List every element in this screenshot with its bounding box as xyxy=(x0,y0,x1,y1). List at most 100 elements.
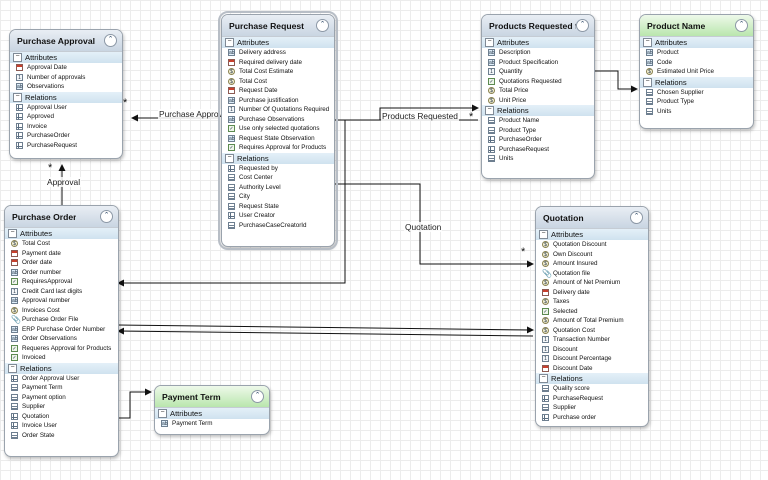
entity-header[interactable]: Product Name⌃ xyxy=(640,15,753,37)
entity-field[interactable]: Authority Level xyxy=(222,183,334,193)
section-header[interactable]: −Attributes xyxy=(222,37,334,48)
entity-field[interactable]: Requested by xyxy=(222,164,334,174)
entity-field[interactable]: Purchase order xyxy=(536,413,648,423)
section-toggle-icon[interactable]: − xyxy=(158,409,167,418)
collapse-icon[interactable]: ⌃ xyxy=(630,211,643,224)
entity-products-requested[interactable]: Products Requested for ⌃−AttributesabDes… xyxy=(481,14,595,179)
collapse-icon[interactable]: ⌃ xyxy=(576,19,589,32)
entity-field[interactable]: PurchaseRequest xyxy=(10,141,122,151)
entity-field[interactable]: $Total Cost xyxy=(5,239,118,249)
entity-field[interactable]: $Amount Insured xyxy=(536,259,648,269)
entity-field[interactable]: $Unit Price xyxy=(482,96,594,106)
entity-field[interactable]: Request Date xyxy=(222,86,334,96)
entity-header[interactable]: Purchase Order⌃ xyxy=(5,206,118,228)
entity-field[interactable]: PurchaseCaseCreatorId xyxy=(222,221,334,231)
entity-field[interactable]: $Total Cost Estimate xyxy=(222,67,334,77)
section-header[interactable]: −Attributes xyxy=(640,37,753,48)
section-header[interactable]: −Relations xyxy=(5,362,118,374)
section-header[interactable]: −Relations xyxy=(640,76,753,88)
entity-field[interactable]: Product Type xyxy=(482,126,594,136)
entity-field[interactable]: 📎Purchase Order File xyxy=(5,315,118,325)
entity-header[interactable]: Purchase Request⌃ xyxy=(222,15,334,37)
section-header[interactable]: −Attributes xyxy=(482,37,594,48)
collapse-icon[interactable]: ⌃ xyxy=(735,19,748,32)
entity-field[interactable]: $Quotation Discount xyxy=(536,240,648,250)
entity-field[interactable]: Approval User xyxy=(10,103,122,113)
entity-field[interactable]: Cost Center xyxy=(222,173,334,183)
section-header[interactable]: −Attributes xyxy=(536,229,648,240)
collapse-icon[interactable]: ⌃ xyxy=(251,390,264,403)
entity-field[interactable]: Units xyxy=(482,154,594,164)
entity-field[interactable]: Units xyxy=(640,107,753,117)
entity-header[interactable]: Payment Term⌃ xyxy=(155,386,269,408)
entity-field[interactable]: Delivery date xyxy=(536,288,648,298)
section-header[interactable]: −Attributes xyxy=(155,408,269,419)
section-toggle-icon[interactable]: − xyxy=(539,374,548,383)
entity-field[interactable]: Supplier xyxy=(536,403,648,413)
entity-field[interactable]: User Creator xyxy=(222,211,334,221)
entity-field[interactable]: ✓Invoiced xyxy=(5,353,118,363)
section-toggle-icon[interactable]: − xyxy=(539,230,548,239)
entity-field[interactable]: Invoice xyxy=(10,122,122,132)
entity-field[interactable]: Order date xyxy=(5,258,118,268)
entity-field[interactable]: Chosen Supplier xyxy=(640,88,753,98)
section-toggle-icon[interactable]: − xyxy=(8,363,17,373)
entity-field[interactable]: $Total Cost xyxy=(222,77,334,87)
entity-field[interactable]: PurchaseOrder xyxy=(482,135,594,145)
section-header[interactable]: −Attributes xyxy=(10,52,122,63)
entity-field[interactable]: $Invoices Cost xyxy=(5,306,118,316)
entity-field[interactable]: $Total Price xyxy=(482,86,594,96)
entity-field[interactable]: PurchaseOrder xyxy=(10,131,122,141)
entity-field[interactable]: ✓Requires Approval for Products xyxy=(222,143,334,153)
entity-field[interactable]: City xyxy=(222,192,334,202)
entity-field[interactable]: Approval Date xyxy=(10,63,122,73)
section-header[interactable]: −Relations xyxy=(536,373,648,384)
entity-field[interactable]: Order State xyxy=(5,431,118,441)
entity-field[interactable]: Payment option xyxy=(5,393,118,403)
entity-field[interactable]: ✓Quotations Requested xyxy=(482,77,594,87)
entity-field[interactable]: $Taxes xyxy=(536,297,648,307)
entity-header[interactable]: Quotation⌃ xyxy=(536,207,648,229)
entity-field[interactable]: Approved xyxy=(10,112,122,122)
entity-field[interactable]: ✓Requeres Approval for Products xyxy=(5,344,118,354)
entity-field[interactable]: Quality score xyxy=(536,384,648,394)
section-toggle-icon[interactable]: − xyxy=(643,38,652,47)
entity-field[interactable]: PurchaseRequest xyxy=(536,394,648,404)
entity-field[interactable]: Payment date xyxy=(5,249,118,259)
entity-quotation[interactable]: Quotation⌃−Attributes$Quotation Discount… xyxy=(535,206,649,427)
entity-field[interactable]: $Amount of Total Premium xyxy=(536,316,648,326)
collapse-icon[interactable]: ⌃ xyxy=(100,210,113,223)
section-header[interactable]: −Relations xyxy=(482,105,594,116)
section-toggle-icon[interactable]: − xyxy=(643,77,652,87)
entity-field[interactable]: ✓Selected xyxy=(536,307,648,317)
section-toggle-icon[interactable]: − xyxy=(225,153,234,163)
entity-field[interactable]: Payment Term xyxy=(5,383,118,393)
entity-field[interactable]: Order Approval User xyxy=(5,374,118,384)
entity-field[interactable]: 📎Quotation file xyxy=(536,269,648,279)
entity-field[interactable]: ✓Use only selected quotations xyxy=(222,124,334,134)
